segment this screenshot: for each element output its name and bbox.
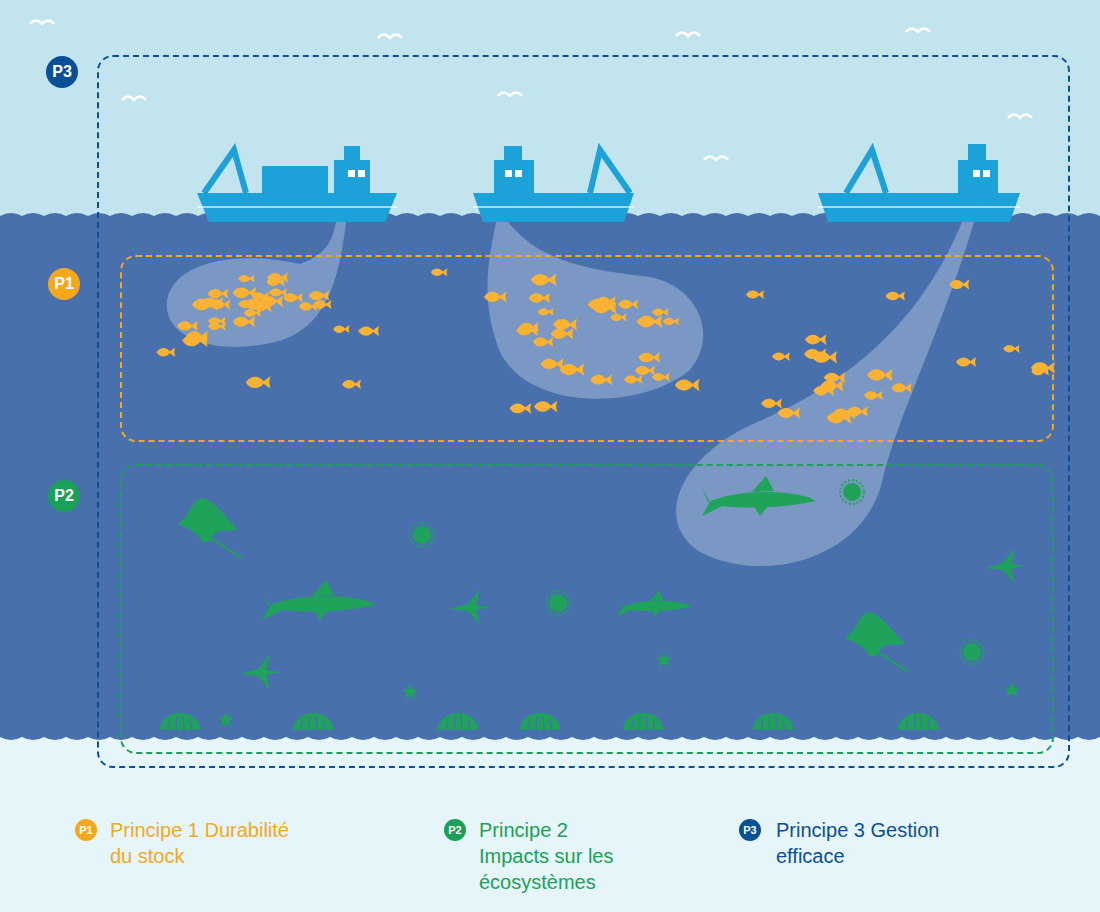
swatch-label: P3: [741, 824, 758, 836]
principle-badge: P3: [46, 56, 78, 88]
legend-swatch: P3: [739, 819, 761, 841]
legend-text: Principe 2 Impacts sur les écosystèmes: [479, 817, 639, 895]
legend-swatch: P1: [75, 819, 97, 841]
legend-swatch: P2: [444, 819, 466, 841]
principle-box: P1: [120, 255, 1054, 442]
legend-text: Principe 1 Durabilité du stock: [110, 817, 296, 869]
principle-badge: P1: [48, 268, 80, 300]
principle-box: P3P1P2: [97, 55, 1070, 768]
principle-badge: P2: [48, 480, 80, 512]
swatch-label: P1: [77, 824, 94, 836]
principle-box: P2: [120, 464, 1054, 754]
legend-text: Principe 3 Gestion efficace: [776, 817, 986, 869]
swatch-label: P2: [446, 824, 463, 836]
